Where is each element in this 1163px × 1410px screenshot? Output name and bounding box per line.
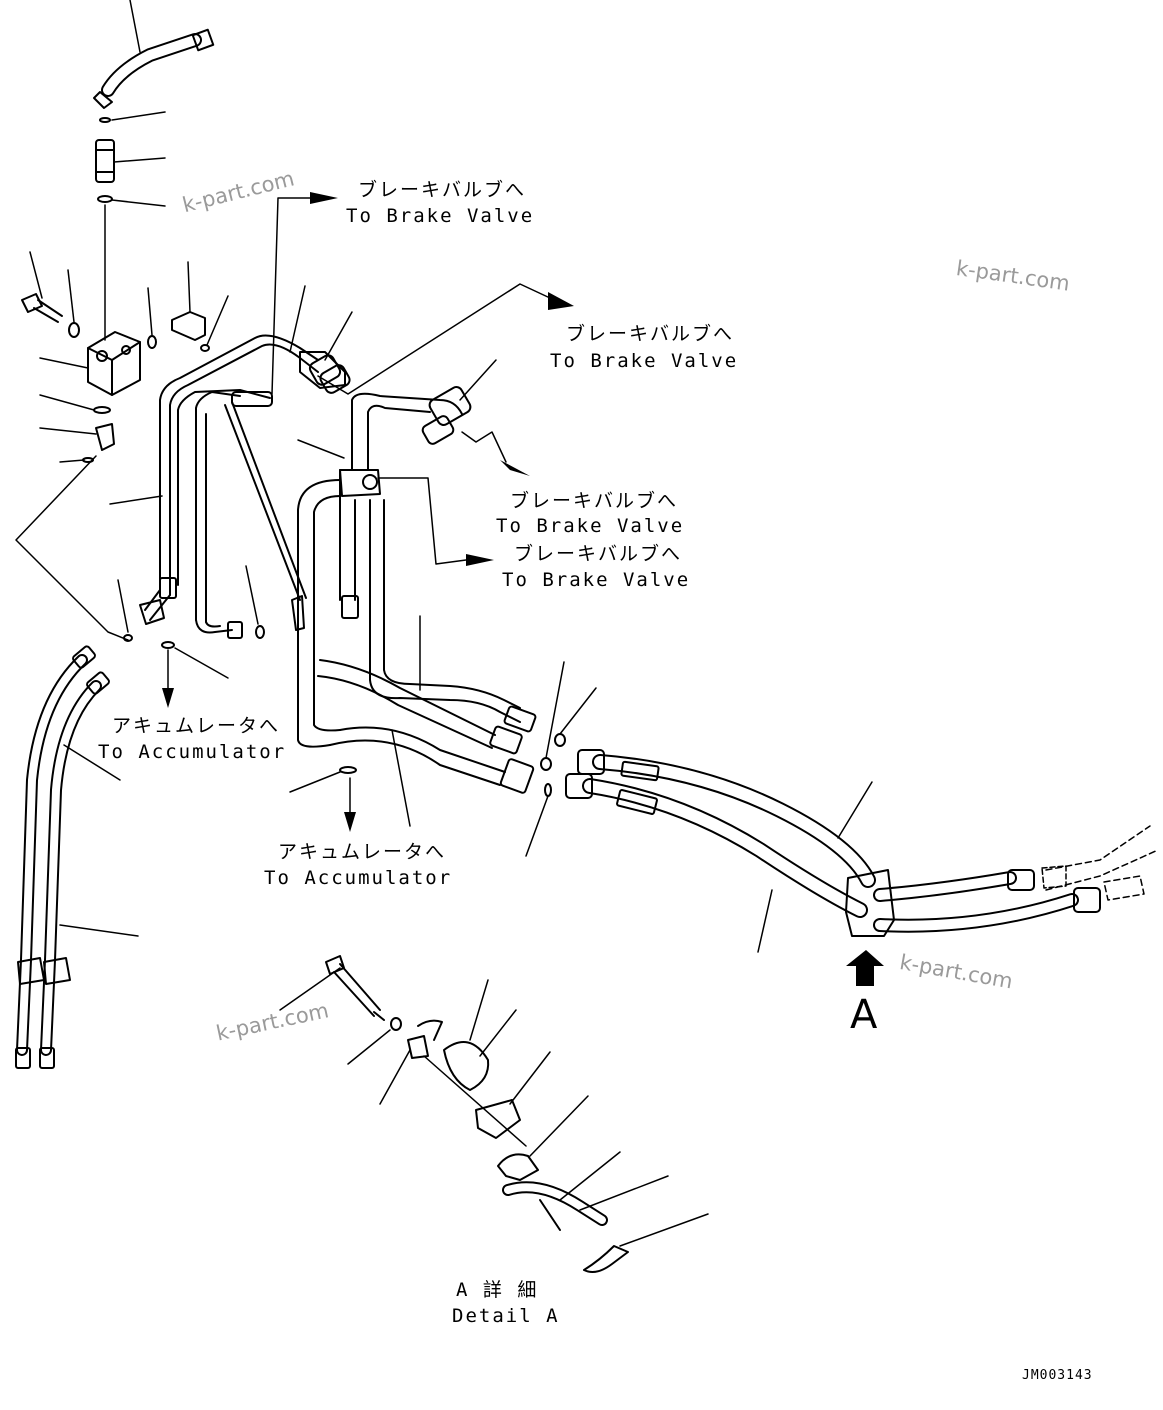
brake-valve-label-2-en: To Brake Valve bbox=[550, 350, 739, 372]
detail-title-en: Detail A bbox=[452, 1305, 560, 1327]
detail-a-exploded-view bbox=[279, 955, 709, 1273]
middle-pipe-group bbox=[289, 359, 597, 857]
top-hose bbox=[93, 0, 215, 109]
fitting-stack bbox=[95, 111, 166, 341]
left-pipe-bundle bbox=[109, 285, 353, 679]
brake-valve-label-4-jp: ブレーキバルブへ bbox=[514, 543, 683, 565]
brake-valve-label-4-en: To Brake Valve bbox=[502, 569, 691, 591]
valve-block bbox=[21, 251, 229, 463]
brake-valve-label-1-en: To Brake Valve bbox=[346, 205, 535, 227]
accumulator-label-1-en: To Accumulator bbox=[98, 741, 287, 763]
leader-line bbox=[15, 455, 129, 641]
view-marker-letter: A bbox=[850, 992, 878, 1038]
right-hose-assembly bbox=[565, 749, 1159, 953]
brake-valve-label-2-jp: ブレーキバルブへ bbox=[566, 323, 735, 345]
drawing-code: JM003143 bbox=[1022, 1368, 1093, 1383]
accumulator-label-2-en: To Accumulator bbox=[264, 867, 453, 889]
detail-title-jp: A 詳 細 bbox=[456, 1279, 539, 1301]
brake-valve-label-3-en: To Brake Valve bbox=[496, 515, 685, 537]
left-hoses bbox=[15, 645, 139, 1069]
view-arrow bbox=[846, 950, 884, 986]
accumulator-label-2-jp: アキュムレータへ bbox=[278, 841, 447, 863]
brake-valve-label-3-jp: ブレーキバルブへ bbox=[510, 490, 679, 512]
brake-valve-label-1-jp: ブレーキバルブへ bbox=[358, 179, 527, 201]
accumulator-label-1-jp: アキュムレータへ bbox=[112, 715, 281, 737]
